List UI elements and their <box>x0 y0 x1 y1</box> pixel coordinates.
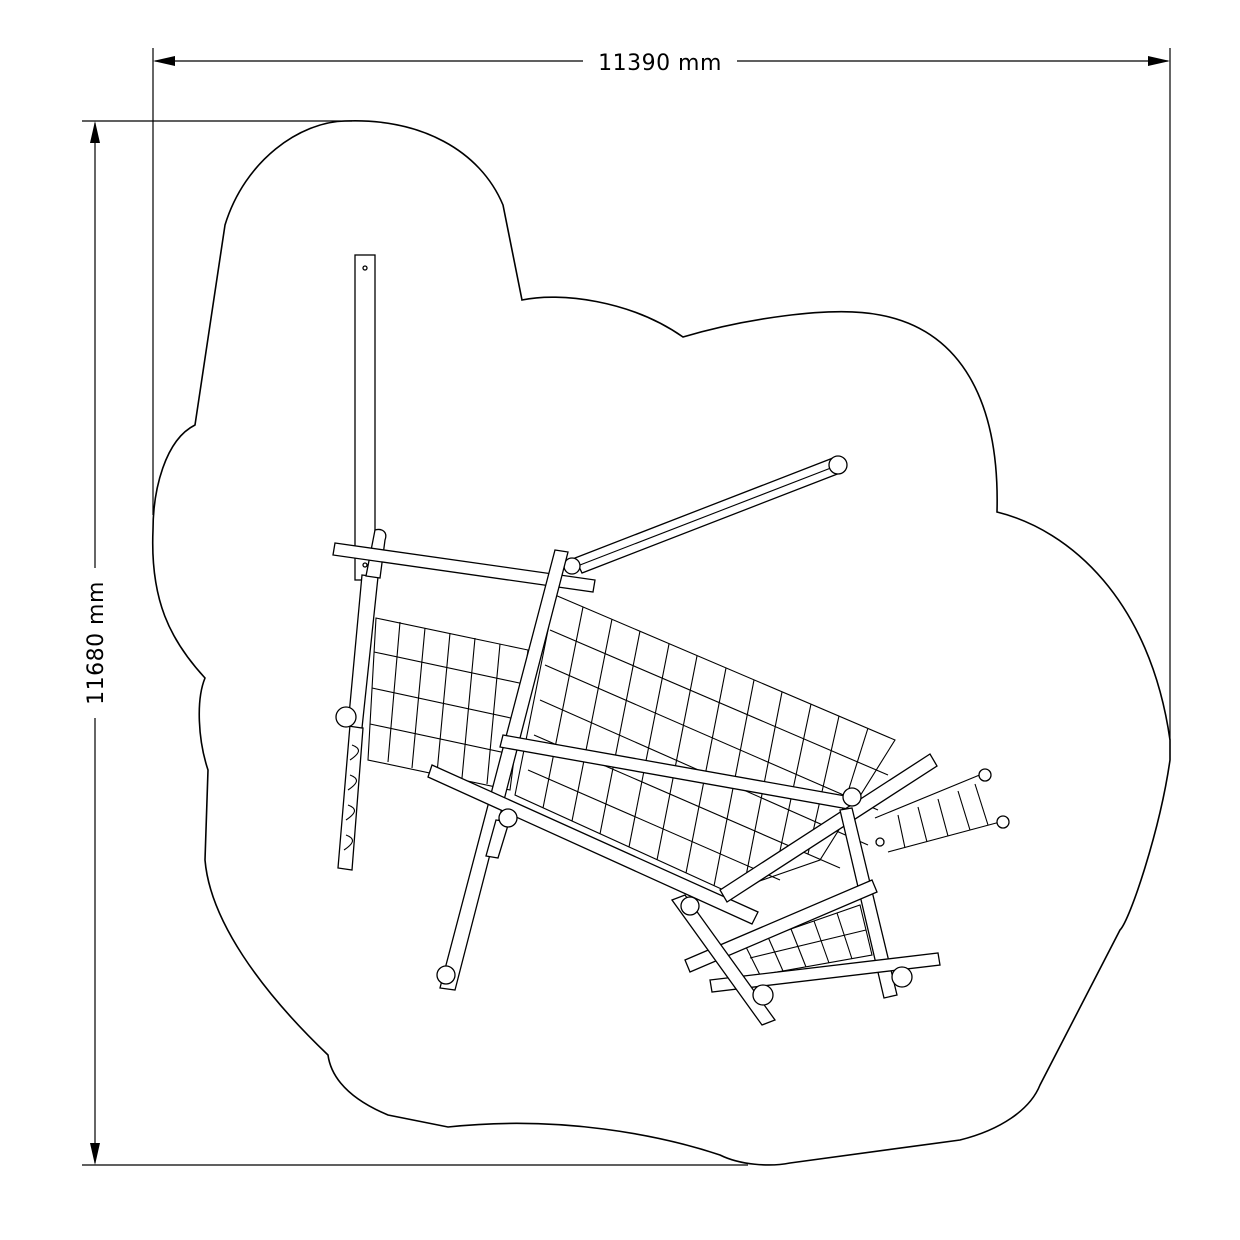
height-arrow-bottom <box>90 1143 100 1165</box>
twisted-rope <box>337 724 364 871</box>
bolt <box>362 265 368 271</box>
width-arrow-left <box>153 56 175 66</box>
top-beam <box>332 542 596 593</box>
rope-anchor <box>978 768 992 782</box>
post-cap <box>752 984 774 1006</box>
rope-ladder <box>874 773 1001 853</box>
climbing-net-left <box>367 617 529 791</box>
post-cap <box>498 808 518 828</box>
height-arrow-top <box>90 121 100 143</box>
right-post <box>839 807 898 999</box>
height-label: 11680 mm <box>84 581 109 705</box>
post-cap <box>335 706 357 728</box>
equipment <box>332 254 1010 1026</box>
lower-diagonal-post <box>670 894 777 1026</box>
climbing-net-small <box>744 904 873 976</box>
lower-beam-1 <box>684 879 878 973</box>
height-dimension: 11680 mm <box>82 120 748 1166</box>
post-cap <box>842 787 862 807</box>
bolt <box>362 562 368 568</box>
post-cap <box>891 966 913 988</box>
width-arrow-right <box>1148 56 1170 66</box>
cross-beam-3 <box>719 753 938 903</box>
cross-beam-2 <box>427 764 759 925</box>
safety-area-outline <box>151 120 1171 1166</box>
rope-anchor <box>996 815 1010 829</box>
main-diagonal-post <box>439 549 569 991</box>
post-left-lower <box>347 574 379 729</box>
post-cap <box>828 455 848 475</box>
post-cap <box>680 896 700 916</box>
width-label: 11390 mm <box>598 51 722 76</box>
climbing-net-main <box>514 594 896 893</box>
post-cap <box>436 965 456 985</box>
rope-anchor <box>875 837 885 847</box>
width-dimension: 11390 mm <box>152 48 1171 740</box>
tall-post <box>354 254 376 581</box>
lower-beam-2 <box>709 952 941 993</box>
